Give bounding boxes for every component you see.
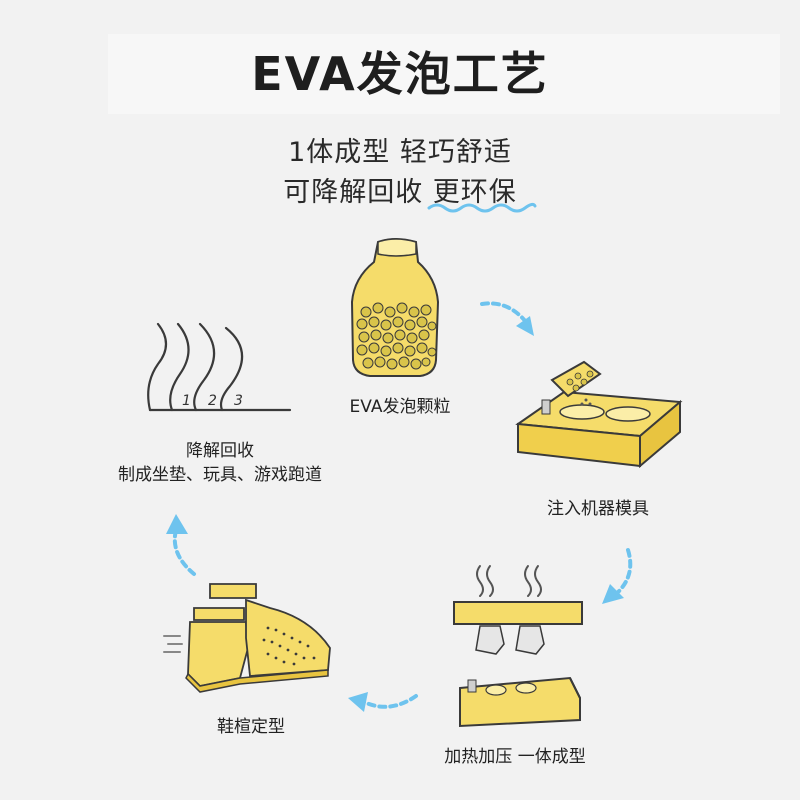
running-track-icon [147,322,292,412]
recycle-detail: 制成坐垫、玩具、游戏跑道 [118,465,322,485]
recycle-title: 降解回收 [186,441,254,461]
wavy-underline-icon [427,202,537,213]
subtitle-highlight: 更环保 [427,170,537,213]
step-label-last: 鞋楦定型 [217,717,285,737]
title-band [108,34,780,114]
step-label-pellets: EVA发泡颗粒 [349,397,451,417]
jar-of-pellets-icon [350,238,440,377]
page-title: EVA发泡工艺 [251,47,549,101]
arrow-down-left-icon [602,548,633,604]
arrow-left-icon [348,692,418,712]
arrow-right-down-icon [480,301,534,336]
subtitle-line-2: 可降解回收 更环保 [0,170,800,213]
arrow-up-icon [166,514,196,576]
shoe-last-icon [163,583,331,693]
heat-press-icon [453,565,583,728]
track-number-3: 3 [234,393,243,409]
subtitle-highlight-text: 更环保 [432,177,517,208]
subtitle-line-2-prefix: 可降解回收 [283,177,433,208]
mold-injection-icon [515,360,683,469]
step-label-press: 加热加压 一体成型 [444,747,586,767]
track-number-1: 1 [182,393,191,409]
track-number-2: 2 [208,393,217,409]
subtitle-line-1: 1体成型 轻巧舒适 [288,137,512,168]
step-label-mold: 注入机器模具 [547,499,649,519]
